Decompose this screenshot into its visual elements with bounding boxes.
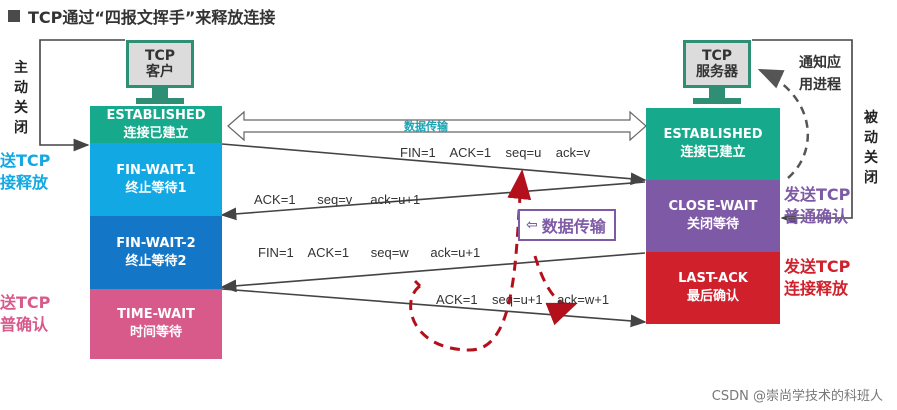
red-dashed-arc-lower: [533, 255, 578, 326]
server-state-last-ack: LAST-ACK 最后确认: [646, 252, 780, 324]
footer-credit: CSDN @崇尚学技术的科班人: [711, 389, 883, 404]
client-state-fin-wait-2: FIN-WAIT-2 终止等待2: [90, 216, 222, 289]
msg1-label: FIN=1 ACK=1 seq=u ack=v: [400, 145, 591, 160]
data-transfer-top-label: 数据传输: [404, 120, 448, 133]
server-label-2: 服务器: [696, 64, 738, 80]
right-send-fin-label: 发送TCP 连接释放: [784, 257, 851, 298]
active-close-label: 主动关闭: [14, 60, 28, 136]
passive-close-bracket: [752, 39, 853, 225]
msg3-arrow: [220, 252, 646, 293]
client-state-established: ESTABLISHED 连接已建立: [90, 106, 222, 143]
left-send-fin-label: 送TCP 接释放: [0, 151, 51, 192]
client-monitor-base: [136, 98, 184, 104]
msg4-label: ACK=1 seq=u+1 ack=w+1: [436, 292, 610, 307]
notify-dashed-arrow: [757, 68, 810, 179]
client-monitor: TCP 客户: [126, 40, 194, 88]
server-monitor-base: [693, 98, 741, 104]
server-state-established: ESTABLISHED 连接已建立: [646, 108, 780, 180]
right-send-ack-label: 发送TCP 普通确认: [784, 185, 851, 226]
server-state-close-wait: CLOSE-WAIT 关闭等待: [646, 180, 780, 252]
server-monitor: TCP 服务器: [683, 40, 751, 88]
client-label-2: 客户: [146, 64, 174, 80]
server-monitor-stand: [709, 88, 725, 98]
red-dashed-arc-small: [413, 279, 422, 288]
data-transfer-box: ⇦ 数据传输: [518, 209, 616, 241]
msg2-label: ACK=1 seq=v ack=u+1: [254, 192, 421, 207]
red-dashed-arc-upper: [409, 169, 532, 352]
active-close-bracket: [39, 39, 125, 152]
client-state-time-wait: TIME-WAIT 时间等待: [90, 289, 222, 359]
msg2-arrow: [220, 181, 646, 221]
passive-close-label: 被动关闭: [864, 110, 878, 186]
client-label-1: TCP: [144, 48, 176, 64]
title-text: TCP通过“四报文挥手”来释放连接: [28, 8, 276, 27]
msg1-arrow: [221, 143, 647, 186]
notify-app-label: 通知应用进程: [799, 55, 841, 93]
title-square-icon: [8, 10, 20, 22]
data-transfer-box-label: 数据传输: [541, 217, 606, 236]
left-send-ack-label: 送TCP 普确认: [0, 293, 51, 334]
diagram-title: TCP通过“四报文挥手”来释放连接: [8, 4, 275, 28]
arrow-left-icon: ⇦: [526, 217, 538, 233]
msg3-label: FIN=1 ACK=1 seq=w ack=u+1: [258, 245, 481, 260]
client-state-fin-wait-1: FIN-WAIT-1 终止等待1: [90, 143, 222, 216]
client-monitor-stand: [152, 88, 168, 98]
server-label-1: TCP: [701, 48, 733, 64]
